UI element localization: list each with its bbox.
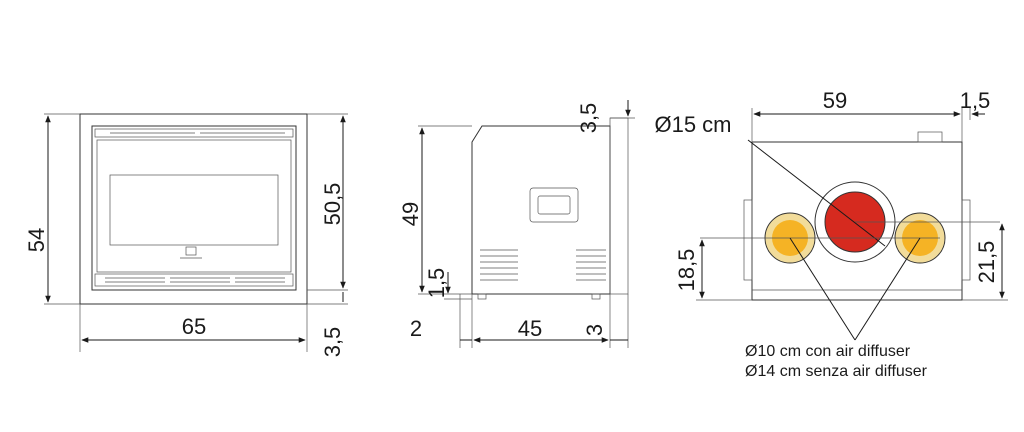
note-leader-right	[854, 237, 921, 341]
note-leader-left	[789, 237, 856, 341]
side-vent-right	[576, 249, 606, 281]
label-rear-width: 59	[823, 88, 847, 113]
label-side-depth: 45	[518, 316, 542, 341]
label-front-inner-height: 50,5	[320, 183, 345, 226]
label-rear-side-offset: 1,5	[960, 88, 991, 113]
rear-view	[696, 108, 1008, 341]
label-front-bottom-offset: 3,5	[320, 327, 345, 358]
note-line-1: Ø10 cm con air diffuser	[745, 343, 911, 360]
label-side-back-offset: 3	[582, 324, 607, 336]
label-front-width: 65	[182, 314, 206, 339]
side-front-frame	[609, 117, 629, 295]
front-top-strip	[94, 128, 294, 138]
side-handle	[529, 187, 579, 223]
label-flue-height: 21,5	[974, 241, 999, 284]
label-vent-height: 18,5	[674, 249, 699, 292]
flue-leader-line	[747, 139, 886, 247]
front-door	[96, 139, 292, 273]
side-vent-left	[480, 249, 518, 281]
logo-mark	[185, 246, 197, 256]
label-side-top-offset: 3,5	[576, 103, 601, 134]
label-front-height: 54	[24, 228, 49, 252]
side-view	[418, 100, 635, 348]
front-view	[44, 113, 348, 352]
label-flue-diameter: Ø15 cm	[654, 112, 731, 137]
side-foot-front	[477, 293, 487, 300]
label-side-foot-height: 1,5	[424, 268, 449, 299]
front-glass	[109, 174, 279, 246]
note-line-2: Ø14 cm senza air diffuser	[745, 363, 928, 380]
side-unit-body	[471, 125, 611, 295]
front-unit-body	[91, 125, 297, 291]
label-side-height: 49	[398, 202, 423, 226]
side-foot-back	[591, 293, 601, 300]
front-bottom-grille	[94, 273, 294, 287]
rear-top-connector	[917, 131, 943, 143]
label-side-front-offset: 2	[410, 316, 422, 341]
